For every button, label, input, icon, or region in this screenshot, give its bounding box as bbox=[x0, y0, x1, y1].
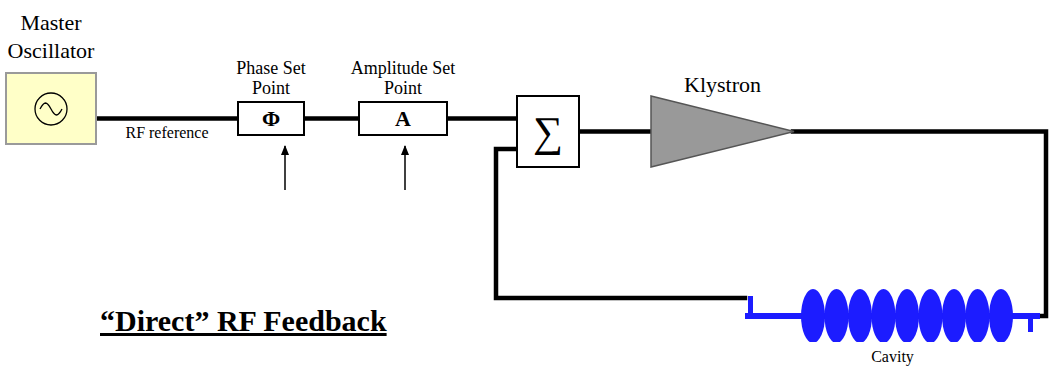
signal-line bbox=[448, 116, 516, 121]
node-heading: Phase Set Point bbox=[223, 59, 319, 99]
signal-line bbox=[496, 149, 745, 298]
node-heading: Cavity bbox=[833, 348, 953, 366]
sine-symbol bbox=[31, 89, 71, 129]
phase-box: Phase Set PointΦ bbox=[237, 101, 305, 136]
cavity-cells bbox=[745, 282, 1040, 342]
node-symbol: ∑ bbox=[533, 111, 563, 153]
node-heading: Master Oscillator bbox=[0, 9, 106, 66]
amplitude-box: Amplitude Set PointA bbox=[358, 101, 448, 136]
node-symbol: Φ bbox=[262, 108, 280, 130]
node-heading: Amplitude Set Point bbox=[350, 59, 456, 99]
amplifier-triangle bbox=[650, 95, 795, 168]
klystron-amplifier: Klystron bbox=[650, 95, 795, 168]
node-symbol: A bbox=[395, 108, 411, 130]
diagram-title: “Direct” RF Feedback bbox=[100, 304, 387, 338]
signal-line bbox=[97, 116, 237, 121]
signal-line bbox=[305, 116, 358, 121]
input-arrow bbox=[404, 146, 406, 190]
node-heading: Klystron bbox=[653, 73, 793, 97]
signal-line bbox=[580, 129, 650, 134]
oscillator-box: Master Oscillator bbox=[5, 72, 97, 145]
accelerating-cavity: Cavity bbox=[745, 282, 1040, 342]
edge-label: RF reference bbox=[123, 124, 210, 142]
signal-line bbox=[793, 132, 1046, 317]
summing-junction: ∑ bbox=[516, 95, 580, 168]
input-arrow bbox=[284, 146, 286, 190]
